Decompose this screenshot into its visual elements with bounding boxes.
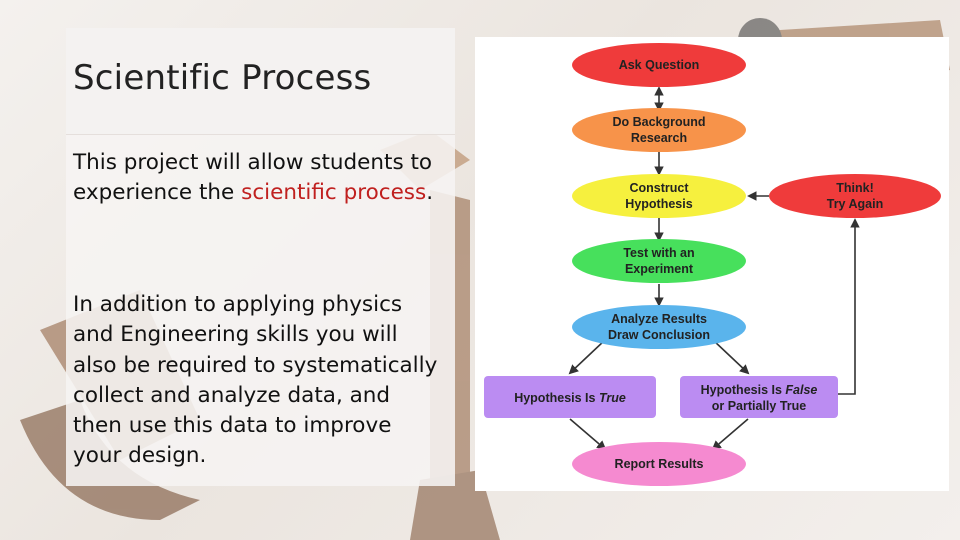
intro-period: .: [426, 180, 433, 205]
arrow-analyze-true: [570, 340, 605, 373]
node-test-experiment: Test with an Experiment: [572, 239, 746, 283]
node-analyze-line2: Draw Conclusion: [608, 328, 710, 342]
node-report-label: Report Results: [615, 457, 704, 471]
node-hypothesis-true: Hypothesis Is True: [484, 376, 656, 418]
intro-paragraph: This project will allow students to expe…: [73, 148, 445, 209]
scientific-method-flowchart: Ask Question Do Background Research Cons…: [475, 37, 949, 491]
arrow-true-report: [570, 419, 605, 449]
node-false-prefix: Hypothesis Is: [701, 383, 786, 397]
node-analyze-line1: Analyze Results: [611, 312, 707, 326]
node-hypothesis-line2: Hypothesis: [625, 197, 692, 211]
node-construct-hypothesis: Construct Hypothesis: [572, 174, 746, 218]
slide-title: Scientific Process: [73, 58, 371, 98]
svg-text:Hypothesis Is True: Hypothesis Is True: [514, 391, 626, 405]
node-false-italic: False: [785, 383, 817, 397]
node-hypothesis-false: Hypothesis Is False or Partially True: [680, 376, 838, 418]
node-experiment-line2: Experiment: [625, 262, 694, 276]
text-panel: Scientific Process This project will all…: [66, 28, 455, 486]
title-band: Scientific Process: [66, 28, 455, 135]
arrow-false-report: [713, 419, 748, 449]
node-experiment-line1: Test with an: [623, 246, 694, 260]
node-background-research: Do Background Research: [572, 108, 746, 152]
node-ask-label: Ask Question: [619, 58, 700, 72]
node-think-try-again: Think! Try Again: [769, 174, 941, 218]
node-true-italic: True: [599, 391, 626, 405]
node-think-line2: Try Again: [827, 197, 884, 211]
details-paragraph: In addition to applying physics and Engi…: [73, 290, 445, 472]
node-background-line1: Do Background: [612, 115, 705, 129]
node-false-line2: or Partially True: [712, 399, 807, 413]
node-analyze-results: Analyze Results Draw Conclusion: [572, 305, 746, 349]
node-report-results: Report Results: [572, 442, 746, 486]
node-think-line1: Think!: [836, 181, 874, 195]
node-ask-question: Ask Question: [572, 43, 746, 87]
node-true-prefix: Hypothesis Is: [514, 391, 599, 405]
svg-text:Hypothesis Is False: Hypothesis Is False: [701, 383, 818, 397]
node-hypothesis-line1: Construct: [629, 181, 689, 195]
node-background-line2: Research: [631, 131, 687, 145]
scientific-process-highlight: scientific process: [241, 180, 426, 205]
arrow-false-think: [838, 220, 855, 394]
arrow-analyze-false: [713, 340, 748, 373]
